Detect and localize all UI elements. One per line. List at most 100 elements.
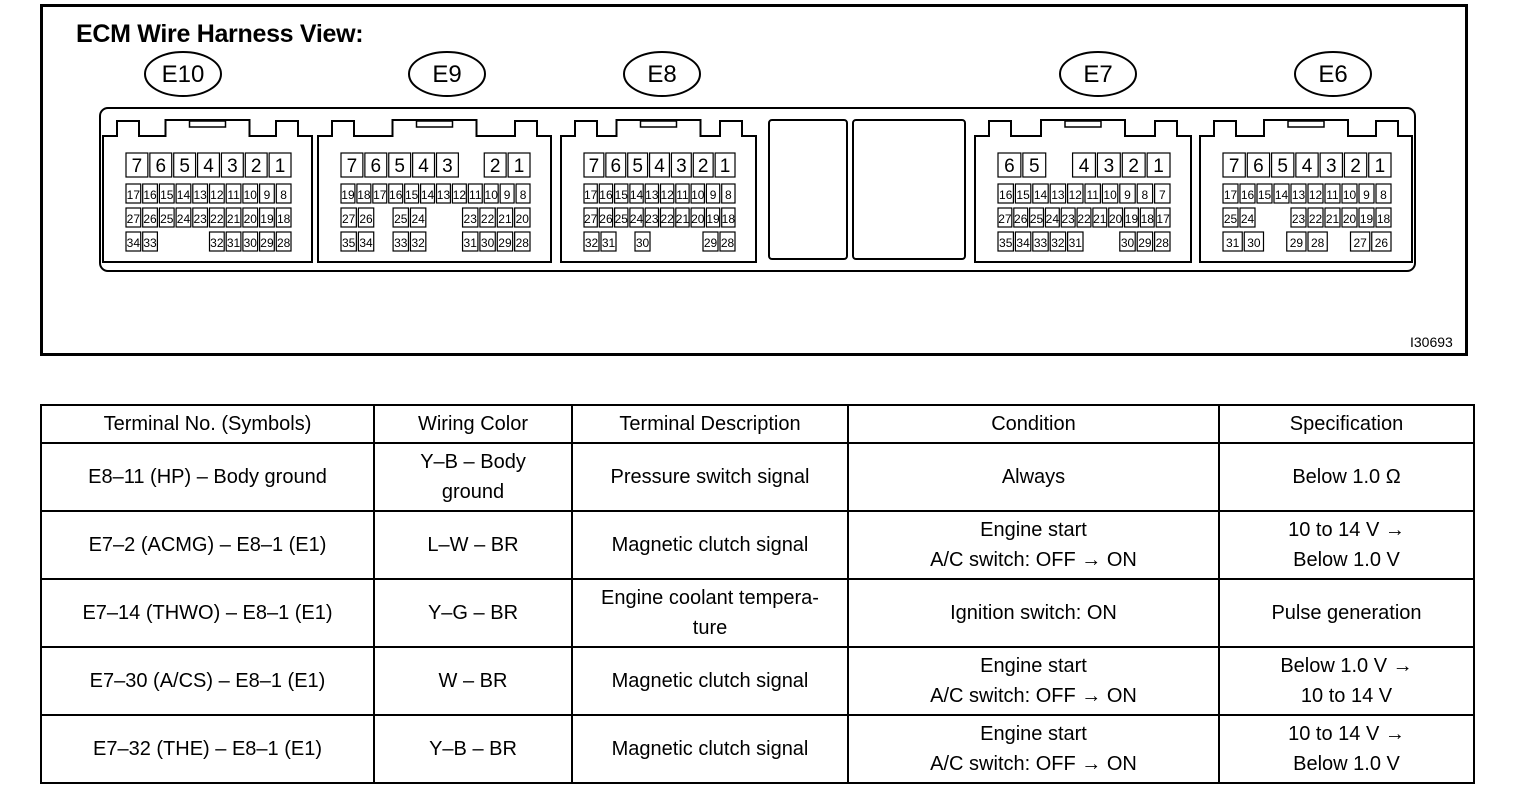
terminal-number: 9 [710,188,717,202]
terminal-number: 12 [1309,188,1323,202]
terminal-cell [268,152,292,178]
terminal-cell [1222,231,1243,252]
terminal-cell [1286,231,1307,252]
terminal-cell [1307,207,1324,228]
terminal-number: 30 [244,236,258,250]
terminal-cell [1153,183,1171,204]
terminal-cell [451,183,467,204]
terminal-cell [605,152,627,178]
terminal-cell [1290,183,1307,204]
cell-wiring-color: W – BR [373,646,573,716]
terminal-number: 27 [998,212,1012,226]
terminal-number: 24 [411,212,425,226]
connector-label: E7 [1083,61,1112,88]
terminal-cell [404,183,420,204]
terminal-cell [1136,231,1154,252]
terminal-number: 21 [1093,212,1107,226]
terminal-cell [340,183,356,204]
terminal-cell [208,207,225,228]
connector-label-ellipse [144,51,222,97]
terminal-number: 17 [1224,188,1238,202]
terminal-cell [1121,152,1146,178]
terminal-cell [997,207,1013,228]
terminal-cell [1139,207,1155,228]
terminal-cell [670,152,692,178]
terminal-number: 31 [227,236,241,250]
terminal-number: 11 [1086,188,1099,202]
terminal-number: 14 [421,188,435,202]
terminal-number: 9 [264,188,271,202]
header-condition: Condition [847,404,1220,444]
cell-wiring-color: L–W – BR [373,510,573,580]
terminal-number: 7 [1229,156,1240,177]
terminal-number: 28 [1311,236,1325,250]
terminal-cell [1049,183,1067,204]
terminal-number: 18 [357,188,371,202]
terminal-number: 12 [210,188,224,202]
terminal-number: 6 [155,156,166,177]
cell-description: Magnetic clutch signal [571,510,849,580]
terminal-number: 8 [280,188,287,202]
terminal-cell [613,183,629,204]
terminal-cell [1119,183,1136,204]
terminal-cell [598,183,614,204]
terminal-cell [275,207,292,228]
terminal-number: 26 [1014,212,1028,226]
connector-body [974,119,1192,263]
terminal-number: 13 [1051,188,1065,202]
terminal-number: 16 [599,188,613,202]
terminal-cell [208,183,225,204]
terminal-number: 9 [1363,188,1370,202]
terminal-number: 4 [203,156,214,177]
terminal-number: 23 [1292,212,1306,226]
terminal-number: 29 [1138,236,1152,250]
terminal-cell [1324,183,1341,204]
terminal-cell [259,183,275,204]
terminal-cell [357,207,375,228]
terminal-number: 1 [514,156,525,177]
terminal-cell [259,231,275,252]
terminal-number: 15 [405,188,419,202]
terminal-cell [719,231,736,252]
terminal-cell [690,183,705,204]
terminal-number: 22 [481,212,495,226]
terminal-cell [392,231,410,252]
terminal-number: 23 [193,212,207,226]
connector-body [102,119,313,263]
terminal-cell [149,152,173,178]
terminal-cell [372,183,388,204]
terminal-number: 20 [1343,212,1357,226]
terminal-number: 25 [1224,212,1238,226]
terminal-cell [142,183,158,204]
terminal-cell [242,207,259,228]
terminal-cell [275,231,292,252]
terminal-cell [479,207,496,228]
terminal-number: 21 [1326,212,1340,226]
terminal-cell [514,207,531,228]
terminal-cell [1222,183,1239,204]
terminal-cell [125,183,142,204]
terminal-cell [1153,231,1171,252]
spec-table: Terminal No. (Symbols) Wiring Color Term… [40,404,1475,784]
terminal-number: 25 [394,212,408,226]
terminal-cell [515,183,531,204]
terminal-cell [1375,207,1392,228]
terminal-number: 13 [1292,188,1306,202]
terminal-cell [461,207,479,228]
terminal-number: 26 [1375,236,1389,250]
terminal-number: 28 [516,236,530,250]
terminal-cell [1060,207,1076,228]
terminal-number: 16 [143,188,157,202]
terminal-number: 29 [1290,236,1304,250]
terminal-number: 20 [1109,212,1123,226]
connector-label: E6 [1318,61,1347,88]
terminal-number: 5 [1277,156,1288,177]
terminal-number: 31 [464,236,478,250]
terminal-number: 5 [394,156,405,177]
terminal-number: 8 [520,188,527,202]
harness-outline [99,107,1416,272]
terminal-number: 4 [654,156,665,177]
terminal-cell [357,231,375,252]
terminal-number: 25 [1030,212,1044,226]
